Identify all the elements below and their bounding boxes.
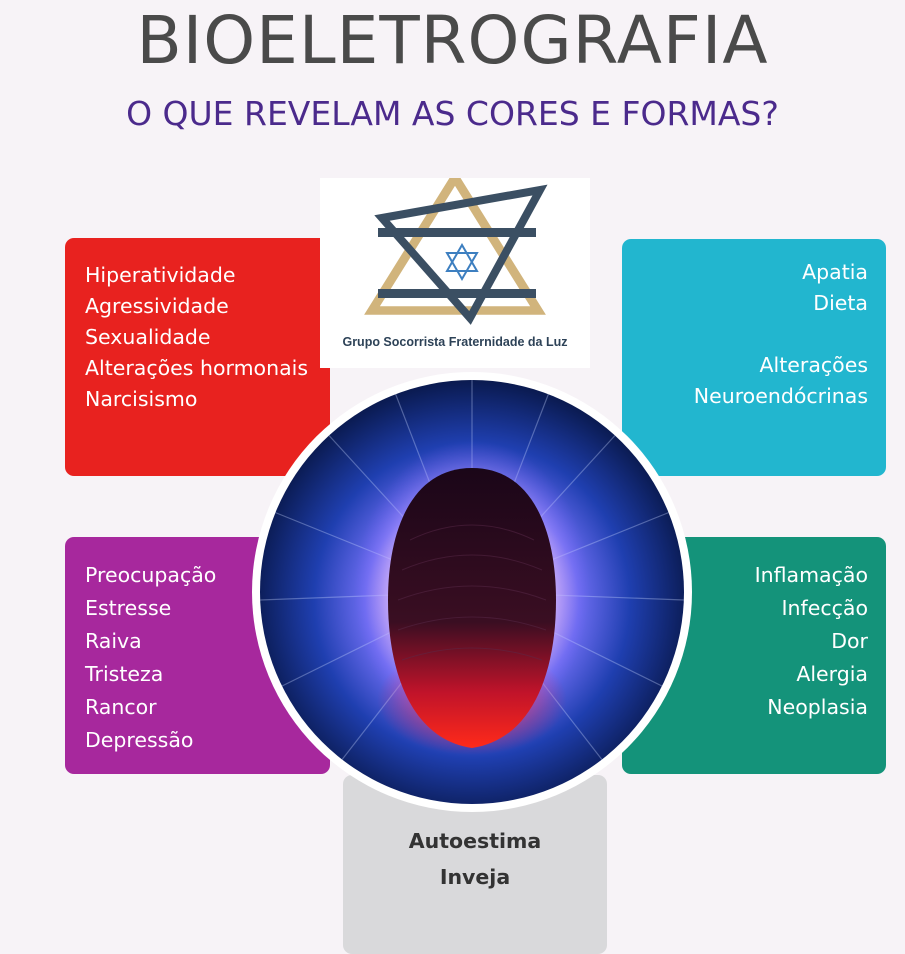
box-red-line: Hiperatividade — [85, 263, 236, 287]
box-purple-line: Raiva — [85, 629, 142, 653]
box-purple-line: Estresse — [85, 596, 172, 620]
box-cyan-line: Alterações — [759, 353, 868, 377]
aura-photo-frame — [252, 372, 692, 812]
box-red-line: Narcisismo — [85, 387, 198, 411]
page-title: BIOELETROGRAFIA — [136, 2, 769, 79]
box-cyan-line: Neuroendócrinas — [693, 384, 868, 408]
box-red-emotions: Hiperatividade Agressividade Sexualidade… — [65, 238, 330, 476]
box-green-line: Dor — [831, 629, 868, 653]
box-gray-line: Autoestima — [408, 829, 542, 853]
box-red-line: Sexualidade — [85, 325, 211, 349]
aura-photo — [260, 380, 684, 804]
page-subtitle: O QUE REVELAM AS CORES E FORMAS? — [126, 94, 779, 133]
box-purple-line: Depressão — [85, 728, 194, 752]
fingertip — [388, 468, 556, 748]
box-purple-line: Rancor — [85, 695, 157, 719]
box-gray-line: Inveja — [439, 865, 511, 889]
logo-caption: Grupo Socorrista Fraternidade da Luz — [342, 335, 568, 349]
box-cyan-conditions: Apatia Dieta Alterações Neuroendócrinas — [622, 239, 886, 476]
box-purple-line: Preocupação — [85, 563, 217, 587]
box-purple-line: Tristeza — [85, 662, 164, 686]
box-green-line: Neoplasia — [767, 695, 868, 719]
box-green-line: Alergia — [796, 662, 868, 686]
logo-card: Grupo Socorrista Fraternidade da Luz — [320, 178, 590, 368]
box-green-line: Infecção — [781, 596, 868, 620]
box-cyan-line: Dieta — [813, 291, 868, 315]
fingertip-ridges — [397, 524, 547, 661]
box-red-line: Agressividade — [85, 294, 229, 318]
box-cyan-line: Apatia — [802, 260, 868, 284]
star-of-david-icon — [364, 178, 548, 325]
box-green-line: Inflamação — [754, 563, 868, 587]
box-cyan-spacer — [622, 319, 868, 350]
box-red-line: Alterações hormonais — [85, 356, 309, 380]
